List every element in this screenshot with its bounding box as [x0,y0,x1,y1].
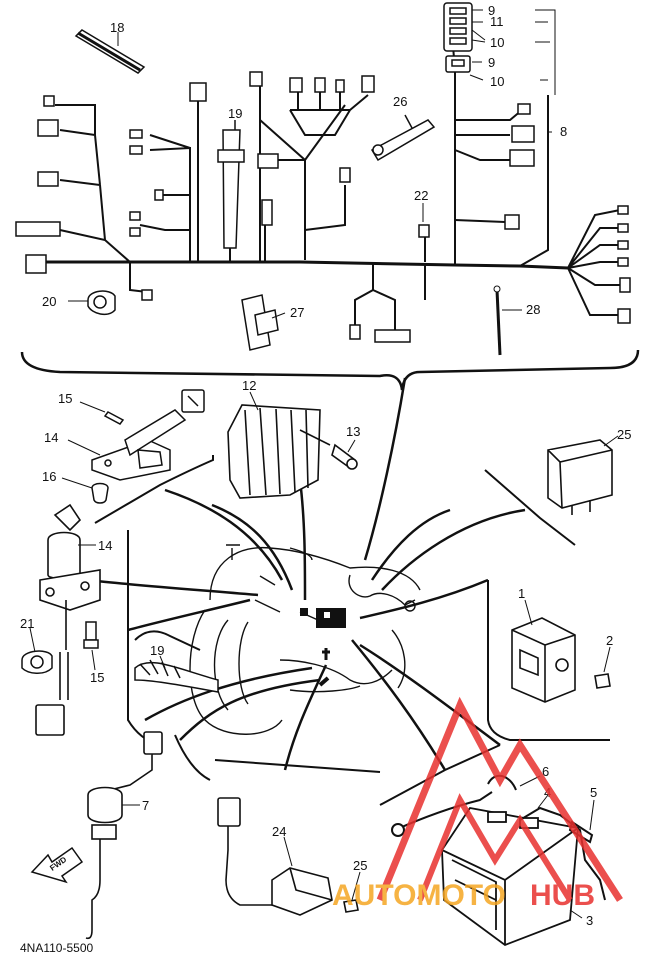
label-24: 22 [414,188,428,203]
label-20: 18 [110,20,124,35]
label-29: 27 [290,305,304,320]
label-27: 25 [353,858,367,873]
sensor-7 [85,731,163,940]
leaders-12-13 [249,391,356,453]
group-brackets [94,455,610,806]
band-30 [493,285,502,356]
label-22: 20 [42,294,56,309]
label-21: 19 [228,106,242,121]
holder-28 [370,114,436,162]
leader-15 [91,649,96,671]
leader-23 [29,627,36,653]
clamp-23 [21,650,53,674]
label-25: 25 [617,427,631,442]
label-6: 6 [542,764,549,779]
label-18: 16 [42,469,56,484]
relay-25 [547,439,613,515]
label-13: 13 [346,424,360,439]
fuse-leaders [469,9,556,95]
label-10-a: 10 [490,35,504,50]
starter-relay-26 [217,797,359,916]
cable-tie-20 [74,29,146,74]
label-26: 24 [272,824,286,839]
label-3: 3 [586,913,593,928]
label-8: 8 [560,124,567,139]
band-19 [134,659,219,693]
sensor-bracket-16 [91,389,205,504]
label-9-a: 9 [488,3,495,18]
motorcycle-outline [189,544,421,735]
leader-19 [159,655,166,669]
label-11: 11 [490,14,504,29]
watermark-logo: AUTOMOTO HUB [332,696,623,912]
rectifier-12 [227,404,358,499]
clip-29 [241,294,279,351]
harness-brace [20,349,640,391]
fuse-box [443,2,473,73]
fwd-arrow: FWD [30,846,84,884]
label-30: 28 [526,302,540,317]
label-7: 7 [142,798,149,813]
label-15: 15 [90,670,104,685]
leaders-16-18 [61,401,106,489]
clamp-22 [87,290,116,316]
wire-harness [45,9,621,330]
starter-relay-1 [511,617,611,703]
label-5: 5 [590,785,597,800]
main-switch-14 [35,503,101,736]
leader-25 [603,435,619,447]
leaders-3-6 [519,775,595,919]
label-1: 1 [518,586,525,601]
label-9-b: 9 [488,55,495,70]
label-17: 15 [58,391,72,406]
screw-15 [83,621,99,649]
battery-3 [441,807,579,947]
callout-labels: 9 11 10 9 10 18 19 26 8 22 20 27 28 15 1… [20,3,631,928]
label-16: 14 [44,430,58,445]
harness-connectors [15,71,631,343]
label-28: 26 [393,94,407,109]
label-2: 2 [606,633,613,648]
leaders-top [68,131,552,319]
label-23: 21 [20,616,34,631]
leaders-1-2 [524,599,611,673]
cdi-unit [300,608,346,687]
label-10-b: 10 [490,74,504,89]
band-21 [217,120,245,249]
watermark-text-b: HUB [530,879,595,912]
leaders-26-27 [283,836,361,901]
watermark-text-a: AUTOMOTO [332,879,506,912]
label-19: 19 [150,643,164,658]
diagram-code: 4NA110-5500 [20,941,93,955]
label-14: 14 [98,538,112,553]
label-12: 12 [242,378,256,393]
